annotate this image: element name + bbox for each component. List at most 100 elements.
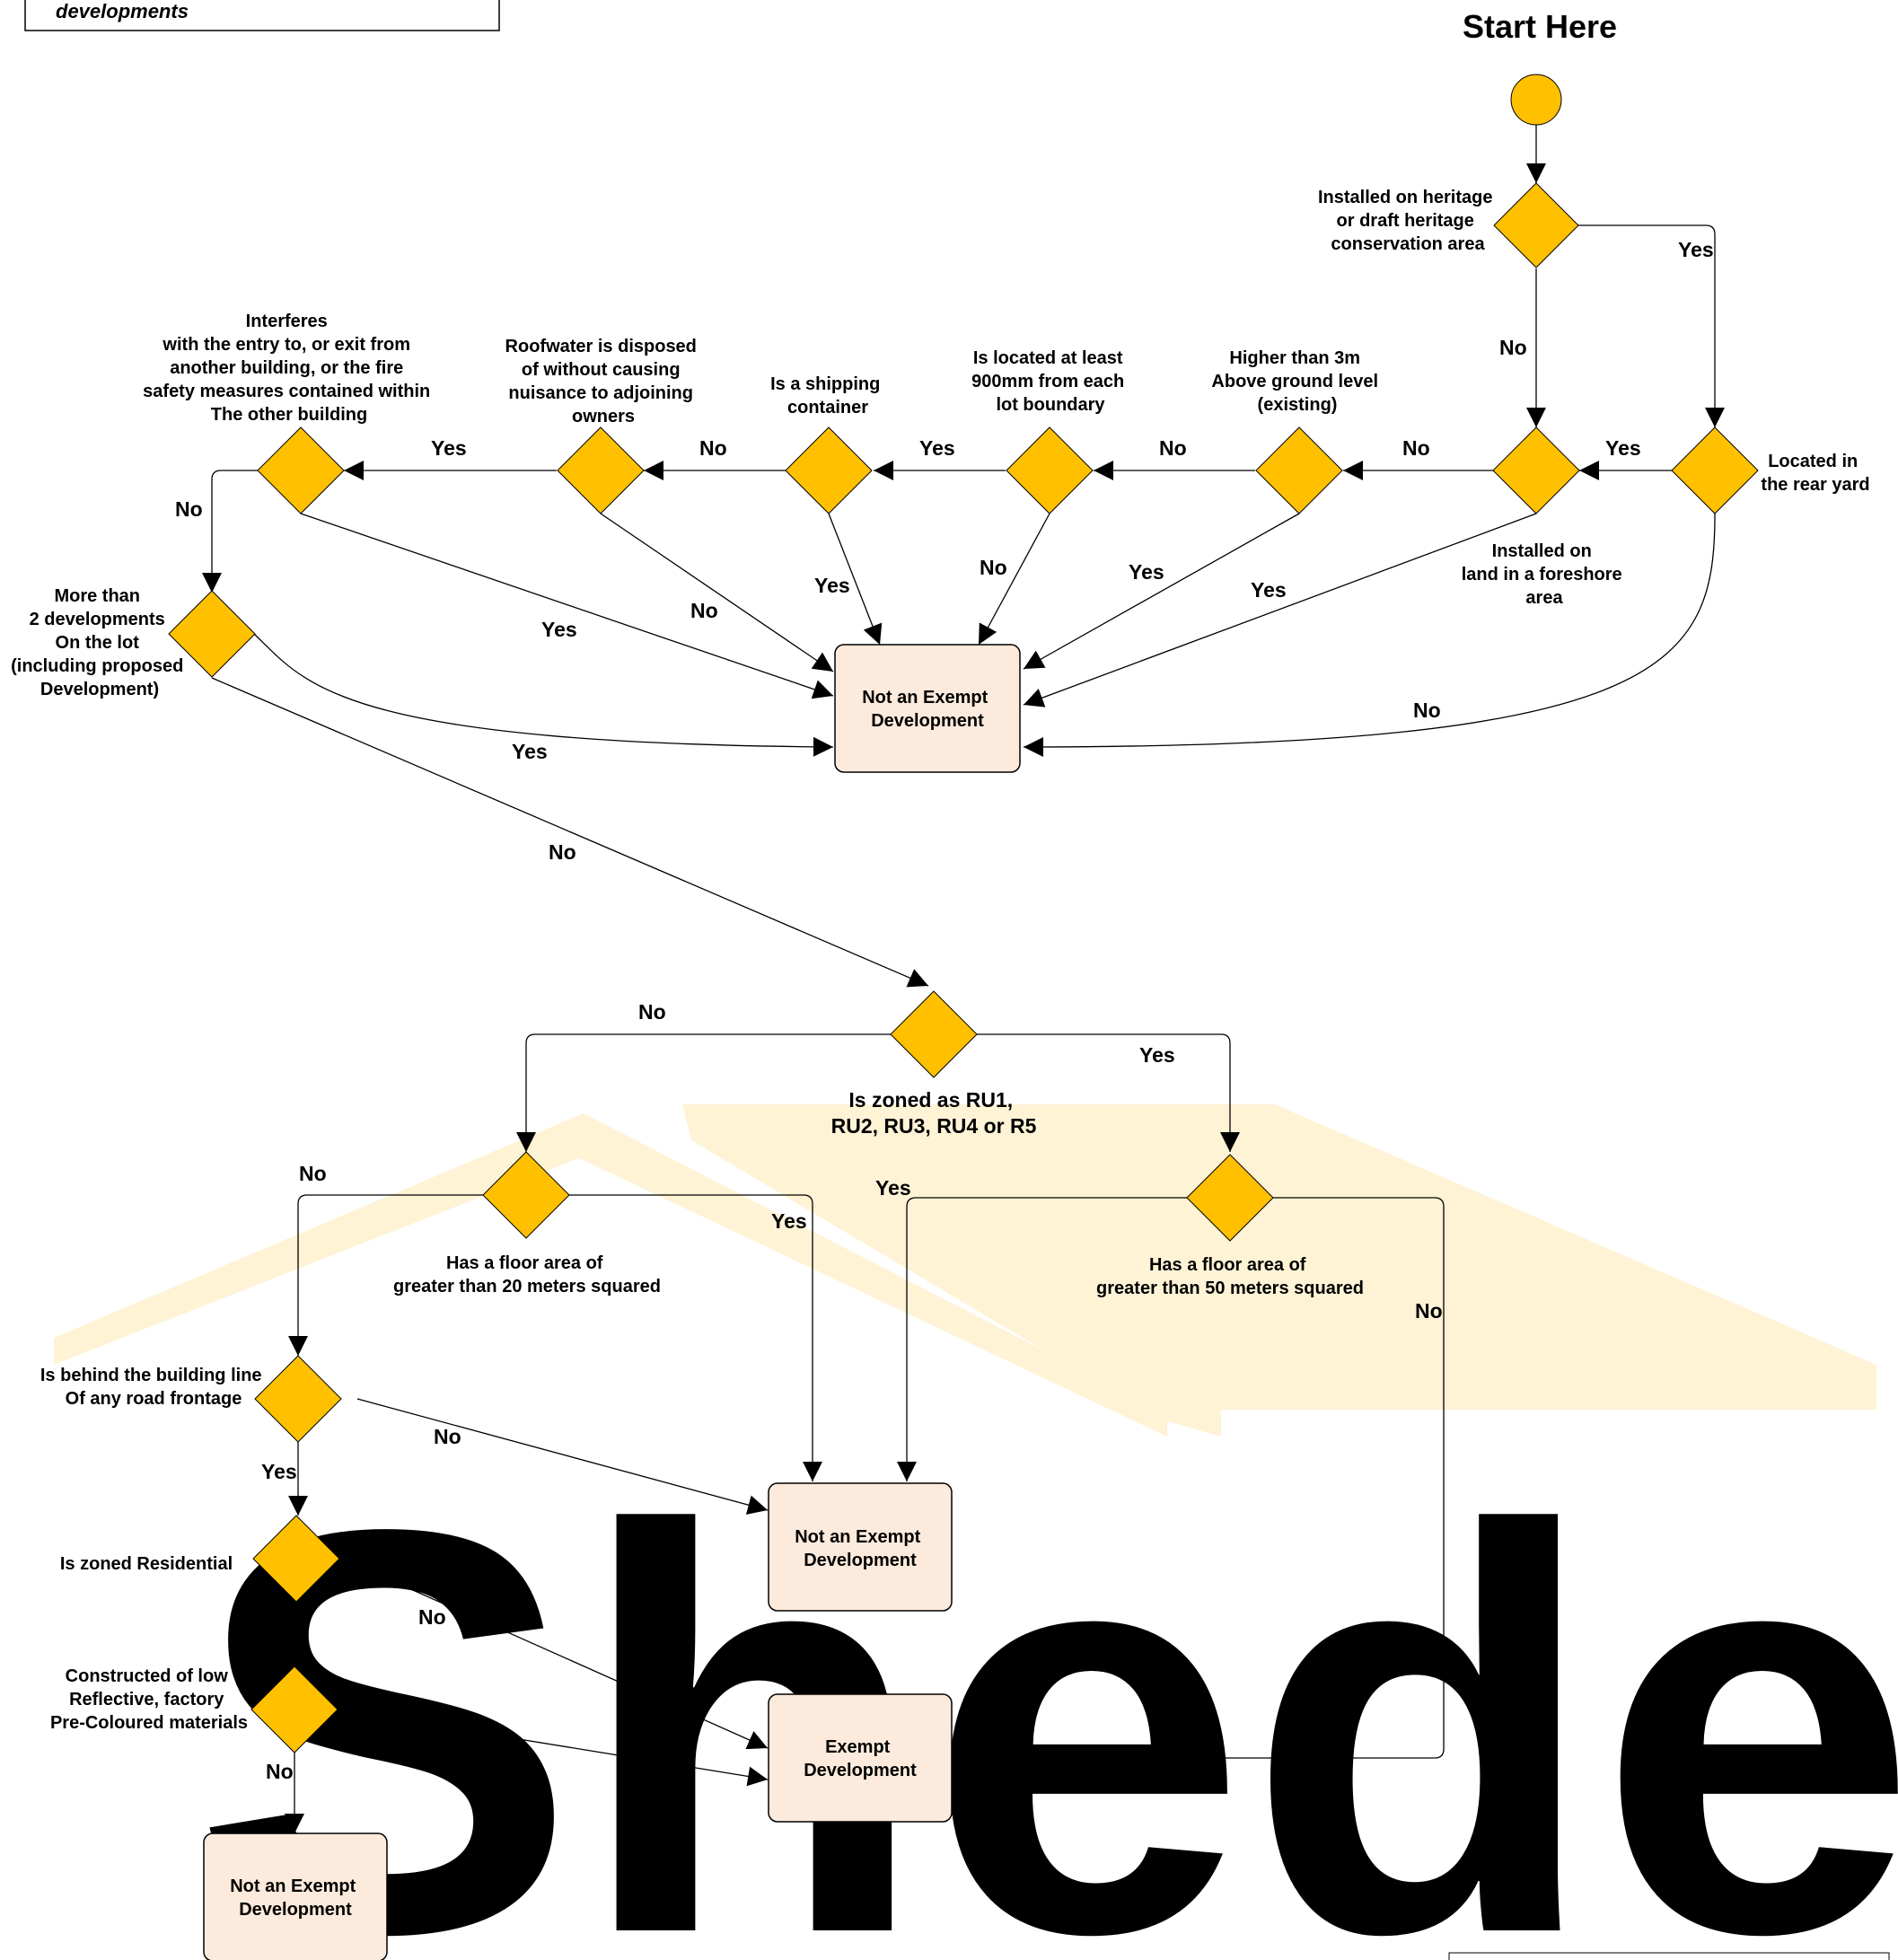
decision-zoned-ru[interactable] [890,990,978,1078]
edge-developments-no [211,677,929,988]
label-residential: Is zoned Residential [60,1554,233,1574]
edge-label-no: No [1402,436,1430,460]
terminal-text: Exempt [825,1737,891,1757]
edge-roofwater-no [600,513,834,672]
start-node[interactable] [1510,74,1562,126]
terminal-not-exempt-top[interactable]: Not an Exempt Development [834,644,1021,773]
edge-label-yes: Yes [1129,560,1164,584]
edge-buildingline-no [356,1398,769,1515]
decision-floor20[interactable] [482,1151,570,1239]
decision-shipping[interactable] [785,426,873,514]
decision-materials[interactable] [250,1666,338,1753]
edge-labels: Yes No Yes No No Yes No Yes No Yes Yes N… [175,238,1714,1783]
decision-roofwater[interactable] [557,426,645,514]
terminal-text: Development [804,1551,917,1570]
label-zoned-ru: Is zoned as RU1, RU2, RU3, RU4 or R5 [831,1088,1037,1138]
edge-interferes-no [202,470,258,593]
edge-label-yes: Yes [410,1726,446,1749]
svg-text:Not an Exempt Developmen: Not an Exempt Development [795,1527,926,1570]
edge-label-yes: Yes [1605,436,1641,460]
edge-label-no: No [638,1000,666,1024]
edge-interferes-yes [300,513,834,699]
edge-label-no: No [266,1760,294,1783]
decision-boundary[interactable] [1006,426,1094,514]
decision-height[interactable] [1255,426,1343,514]
edge-label-no: No [1159,436,1187,460]
decision-foreshore[interactable] [1492,426,1580,514]
label-interferes: Interferes with the entry to, or exit fr… [143,312,435,425]
svg-text:Not an Exempt Developmen: Not an Exempt Development [862,688,993,731]
edge-label-no: No [690,599,718,622]
edge-height-yes [1023,513,1300,670]
edge-foreshore-yes [1023,513,1537,708]
edge-label-no: No [1413,699,1441,722]
decision-floor50[interactable] [1186,1154,1274,1242]
decision-building-line[interactable] [254,1355,342,1443]
edge-label-yes: Yes [919,436,955,460]
header-text: developments [56,0,189,22]
terminal-not-exempt-mid[interactable]: Not an Exempt Development [768,1482,953,1612]
terminal-text: Not an Exempt [795,1527,920,1547]
decision-residential[interactable] [252,1515,340,1603]
edge-floor20-yes [569,1194,822,1481]
label-boundary: Is located at least 900mm from each lot … [971,348,1129,415]
terminal-text: Not an Exempt [862,688,988,708]
label-foreshore: Installed on land in a foreshore area [1462,541,1628,608]
edge-label-yes: Yes [541,618,577,641]
edge-label-no: No [980,556,1007,579]
watermark-roof-right [682,1104,1876,1437]
edge-label-yes: Yes [1139,1043,1175,1067]
watermark: Shedeye [54,1104,1898,1960]
label-developments: More than 2 developments On the lot (inc… [11,586,189,699]
label-building-line: Is behind the building line Of any road … [40,1366,267,1409]
edge-label-yes: Yes [875,1176,911,1200]
edge-label-yes: Yes [261,1460,297,1483]
label-shipping: Is a shipping container [770,374,885,417]
edge-label-no: No [418,1605,446,1629]
edge-label-yes: Yes [1678,238,1714,261]
edge-residential-no [339,1557,769,1750]
decision-developments[interactable] [168,590,256,678]
edge-label-no: No [434,1425,461,1448]
terminal-text: Development [871,711,984,731]
label-height: Higher than 3m Above ground level (exist… [1211,348,1383,415]
edge-floor50-yes [897,1197,1187,1481]
label-floor20: Has a floor area of greater than 20 mete… [393,1253,661,1296]
edge-label-yes: Yes [1251,578,1287,602]
edge-developments-yes [252,632,834,757]
decision-nodes [168,182,1759,1753]
edge-floor50-no [953,1197,1445,1768]
edge-label-yes: Yes [431,436,467,460]
terminal-exempt[interactable]: Exempt Development [768,1693,953,1823]
start-title: Start Here [1463,8,1617,45]
label-heritage: Installed on heritage or draft heritage … [1318,188,1498,254]
edge-zoned-no [516,1033,891,1152]
edge-label-no: No [175,497,203,521]
decision-interferes[interactable] [257,426,345,514]
connectors [202,125,1725,1833]
terminal-text: Not an Exempt [230,1877,356,1896]
edge-zoned-yes [977,1033,1240,1152]
label-floor50: Has a floor area of greater than 50 mete… [1096,1255,1364,1298]
svg-text:Not an Exempt Developmen: Not an Exempt Development [230,1877,361,1920]
terminal-text: Development [804,1761,917,1780]
edge-materials-yes [336,1709,769,1787]
label-rear-yard: Located in the rear yard [1761,452,1869,495]
footer-box [1448,1952,1890,1960]
edge-label-no: No [299,1162,327,1185]
edge-label-no: No [1415,1299,1443,1323]
edge-label-yes: Yes [512,740,548,763]
edge-heritage-yes [1577,224,1725,427]
edge-shipping-yes [828,513,883,646]
decision-heritage[interactable] [1493,182,1579,268]
edge-label-no: No [549,840,576,864]
header-box: developments [24,0,500,31]
watermark-roof [54,1113,1167,1437]
terminal-not-exempt-bottom[interactable]: Not an Exempt Development [203,1833,388,1960]
edge-label-yes: Yes [814,574,850,597]
svg-text:Exempt Development: Exempt Development [804,1737,917,1780]
terminal-text: Development [239,1900,352,1920]
label-materials: Constructed of low Reflective, factory P… [50,1666,248,1733]
decision-rear-yard[interactable] [1671,426,1759,514]
